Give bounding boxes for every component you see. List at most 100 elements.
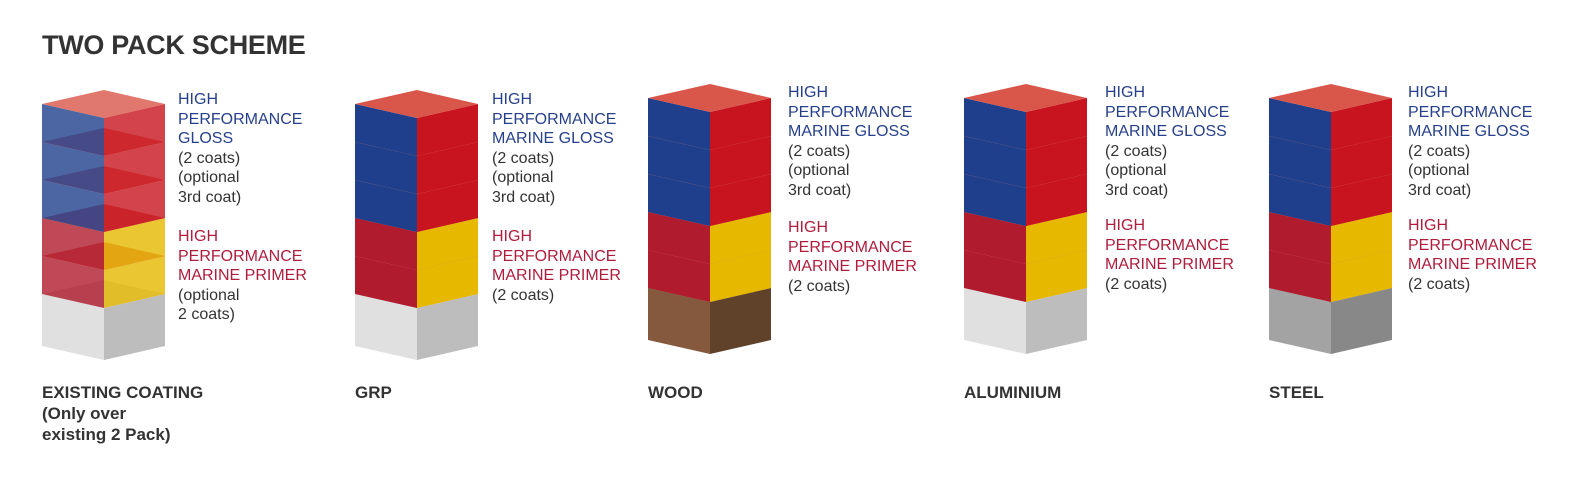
- gloss-label-line: HIGH: [178, 91, 218, 108]
- gloss-coat-front-face: [355, 180, 417, 232]
- substrate-block-right-face: [1331, 288, 1392, 354]
- primer-label: HIGH PERFORMANCE MARINE PRIMER (2 coats): [1105, 216, 1234, 294]
- primer-label-line: MARINE PRIMER: [178, 267, 307, 284]
- gloss-coats-line: (optional: [1105, 162, 1167, 179]
- primer-coat-front-face: [964, 250, 1026, 302]
- gloss-coat-front-face: [648, 174, 710, 226]
- gloss-coat-top-face: [648, 84, 771, 112]
- primer-coats-line: (2 coats): [1105, 275, 1168, 293]
- primer-label: HIGH PERFORMANCE MARINE PRIMER (optional…: [178, 227, 307, 325]
- gloss-coat-right-face: [1026, 98, 1087, 150]
- primer-coat-front-face: [355, 256, 417, 308]
- gloss-label-line: HIGH: [1105, 84, 1145, 101]
- gloss-label-line: PERFORMANCE: [178, 110, 303, 128]
- substrate-block-front-face: [42, 294, 104, 360]
- substrate-label: GRP: [355, 382, 392, 403]
- primer-coat-right-face: [1331, 250, 1392, 302]
- gloss-coat-right-face: [417, 180, 478, 232]
- gloss-label-line: PERFORMANCE: [1105, 103, 1230, 121]
- gloss-coat-front-face: [964, 174, 1026, 226]
- gloss-coat-top-face: [1269, 84, 1392, 112]
- primer-coat-right-face: [417, 218, 478, 270]
- substrate-label-line: existing 2 Pack): [42, 425, 171, 444]
- gloss-coat-right-face: [104, 180, 165, 232]
- gloss-coats-line: (optional: [492, 169, 554, 186]
- gloss-coats-line: 3rd coat): [1105, 181, 1169, 199]
- primer-coats-line: (2 coats): [1408, 275, 1471, 293]
- primer-label-line: MARINE PRIMER: [788, 258, 917, 275]
- primer-label: HIGH PERFORMANCE MARINE PRIMER (2 coats): [492, 227, 621, 305]
- gloss-label: HIGH PERFORMANCE MARINE GLOSS (2 coats) …: [1105, 83, 1229, 200]
- scheme-aluminium: HIGH PERFORMANCE MARINE GLOSS (2 coats) …: [964, 0, 1264, 487]
- gloss-coat-right-face: [710, 98, 771, 150]
- gloss-coats-line: 3rd coat): [788, 181, 852, 199]
- primer-coats-line: (optional: [178, 286, 240, 304]
- gloss-coat-right-face: [1331, 136, 1392, 188]
- scheme-wood: HIGH PERFORMANCE MARINE GLOSS (2 coats) …: [648, 0, 948, 487]
- primer-coat-front-face: [42, 256, 104, 308]
- gloss-coat-front-face: [1269, 136, 1331, 188]
- gloss-coat-front-face: [1269, 98, 1331, 150]
- gloss-coat-front-face: [355, 104, 417, 156]
- gloss-coat-top-face: [964, 84, 1087, 112]
- primer-label-line: HIGH: [178, 228, 218, 245]
- primer-coat-right-face: [104, 256, 165, 308]
- scheme-steel: HIGH PERFORMANCE MARINE GLOSS (2 coats) …: [1269, 0, 1559, 487]
- primer-label-line: HIGH: [1408, 217, 1448, 234]
- primer-coat-front-face: [42, 218, 104, 270]
- gloss-label-line: PERFORMANCE: [1408, 103, 1533, 121]
- primer-label-line: PERFORMANCE: [178, 247, 303, 265]
- substrate-block-right-face: [104, 294, 165, 360]
- gloss-coats-line: 3rd coat): [178, 188, 242, 206]
- gloss-coat-right-face: [104, 104, 165, 156]
- primer-label: HIGH PERFORMANCE MARINE PRIMER (2 coats): [1408, 216, 1537, 294]
- gloss-coat-top-face: [42, 90, 165, 118]
- gloss-label-line: HIGH: [1408, 84, 1448, 101]
- primer-coat-right-face: [710, 212, 771, 264]
- gloss-coat-front-face: [648, 98, 710, 150]
- scheme-grp: HIGH PERFORMANCE MARINE GLOSS (2 coats) …: [355, 0, 645, 487]
- gloss-coat-right-face: [104, 142, 165, 194]
- primer-coat-right-face: [1026, 250, 1087, 302]
- substrate-label-line: ALUMINIUM: [964, 383, 1062, 402]
- primer-coat-front-face: [355, 218, 417, 270]
- gloss-label-line: MARINE GLOSS: [1105, 123, 1227, 140]
- gloss-coats-line: (2 coats): [1105, 142, 1168, 160]
- gloss-coats-line: 3rd coat): [492, 188, 556, 206]
- substrate-block-right-face: [1026, 288, 1087, 354]
- gloss-coats-line: (2 coats): [178, 149, 241, 167]
- gloss-label-line: PERFORMANCE: [492, 110, 617, 128]
- substrate-block-right-face: [710, 288, 771, 354]
- primer-label-line: MARINE PRIMER: [1408, 256, 1537, 273]
- coating-stack: [964, 84, 1087, 354]
- primer-label-line: MARINE PRIMER: [1105, 256, 1234, 273]
- gloss-coat-right-face: [1026, 136, 1087, 188]
- gloss-coat-front-face: [1269, 174, 1331, 226]
- gloss-coat-right-face: [417, 142, 478, 194]
- gloss-coats-line: (2 coats): [492, 149, 555, 167]
- substrate-block-right-face: [417, 294, 478, 360]
- substrate-label-line: GRP: [355, 383, 392, 402]
- gloss-coats-line: (2 coats): [788, 142, 851, 160]
- primer-coat-front-face: [1269, 250, 1331, 302]
- primer-label-line: HIGH: [1105, 217, 1145, 234]
- substrate-block-front-face: [355, 294, 417, 360]
- primer-coat-right-face: [417, 256, 478, 308]
- primer-label-line: PERFORMANCE: [788, 238, 913, 256]
- substrate-label-line: EXISTING COATING: [42, 383, 204, 402]
- gloss-label: HIGH PERFORMANCE MARINE GLOSS (2 coats) …: [1408, 83, 1532, 200]
- primer-label-line: PERFORMANCE: [492, 247, 617, 265]
- substrate-block-front-face: [964, 288, 1026, 354]
- substrate-block-front-face: [1269, 288, 1331, 354]
- substrate-label: WOOD: [648, 382, 703, 403]
- primer-label-line: PERFORMANCE: [1105, 236, 1230, 254]
- gloss-coats-line: (2 coats): [1408, 142, 1471, 160]
- substrate-label: EXISTING COATING (Only over existing 2 P…: [42, 382, 203, 445]
- primer-coat-front-face: [964, 212, 1026, 264]
- gloss-coat-right-face: [710, 136, 771, 188]
- gloss-label: HIGH PERFORMANCE GLOSS (2 coats) (option…: [178, 90, 302, 207]
- substrate-label-line: WOOD: [648, 383, 703, 402]
- substrate-block-front-face: [648, 288, 710, 354]
- gloss-coat-front-face: [964, 98, 1026, 150]
- gloss-coat-right-face: [417, 104, 478, 156]
